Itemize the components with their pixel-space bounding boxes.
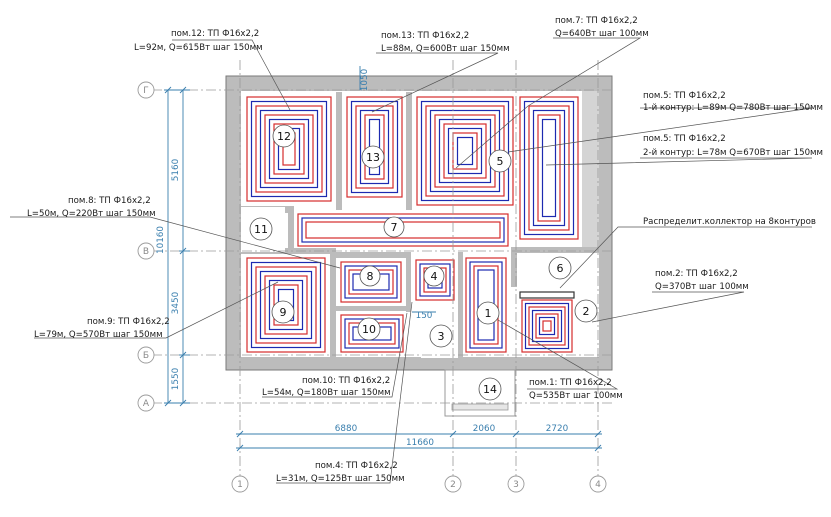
dim-left-seg-3: 1550 [171, 367, 181, 390]
svg-text:Q=535Вт шаг 100мм: Q=535Вт шаг 100мм [529, 391, 623, 401]
loop-room12 [246, 96, 332, 202]
callout-room10: пом.10: ТП Ф16х2,2 L=54м, Q=180Вт шаг 15… [262, 376, 391, 398]
svg-text:пом.12: ТП Ф16х2,2: пом.12: ТП Ф16х2,2 [171, 29, 259, 39]
room-number-7: 7 [391, 221, 398, 234]
room-number-11: 11 [254, 223, 268, 236]
svg-text:пом.2: ТП Ф16х2,2: пом.2: ТП Ф16х2,2 [655, 269, 738, 279]
svg-text:пом.7: ТП Ф16х2,2: пом.7: ТП Ф16х2,2 [555, 16, 638, 26]
svg-text:2-й контур: L=78м Q=670Вт шаг: 2-й контур: L=78м Q=670Вт шаг 150мм [643, 148, 823, 158]
room-number-5: 5 [497, 155, 504, 168]
room-number-12: 12 [277, 130, 291, 143]
room-number-6: 6 [557, 262, 564, 275]
svg-text:пом.13: ТП Ф16х2,2: пом.13: ТП Ф16х2,2 [381, 31, 469, 41]
loop-room5-2 [519, 96, 579, 240]
svg-text:пом.9: ТП Ф16х2,2: пом.9: ТП Ф16х2,2 [87, 317, 170, 327]
loop-room1 [465, 257, 507, 353]
dim-bottom-seg-1: 6880 [335, 424, 358, 434]
room-number-2: 2 [583, 305, 590, 318]
callout-room8: пом.8: ТП Ф16х2,2 L=50м, Q=220Вт шаг 150… [27, 196, 156, 219]
axis-grid [152, 60, 612, 478]
svg-text:пом.8: ТП Ф16х2,2: пом.8: ТП Ф16х2,2 [68, 196, 151, 206]
svg-text:L=54м, Q=180Вт шаг 150мм: L=54м, Q=180Вт шаг 150мм [262, 388, 391, 398]
svg-text:Распределит.коллектор на 8конт: Распределит.коллектор на 8контуров [643, 217, 816, 227]
dim-bottom-seg-3: 2720 [546, 424, 569, 434]
svg-text:Q=370Вт шаг 100мм: Q=370Вт шаг 100мм [655, 282, 749, 292]
callout-room4: пом.4: ТП Ф16х2,2 L=31м, Q=125Вт шаг 150… [276, 461, 405, 484]
axis-label-g: Г [143, 86, 149, 96]
callout-room2: пом.2: ТП Ф16х2,2 Q=370Вт шаг 100мм [655, 269, 749, 292]
callouts: пом.12: ТП Ф16х2,2 L=92м, Q=615Вт шаг 15… [27, 16, 823, 484]
loop-room5-1 [416, 96, 514, 206]
axis-label-b: Б [143, 351, 149, 361]
dimension-labels: 10160 5160 3450 1550 6880 2060 2720 1166… [156, 68, 569, 448]
svg-text:Q=640Вт шаг 100мм: Q=640Вт шаг 100мм [555, 29, 649, 39]
svg-text:L=79м, Q=570Вт шаг 150мм: L=79м, Q=570Вт шаг 150мм [34, 330, 163, 340]
leader-lines [10, 37, 813, 484]
dim-top-small: 1050 [360, 68, 370, 91]
room-number-9: 9 [280, 306, 287, 319]
room-number-8: 8 [367, 270, 374, 283]
callout-manifold: Распределит.коллектор на 8контуров [643, 217, 816, 227]
room-number-10: 10 [362, 323, 376, 336]
svg-text:L=92м, Q=615Вт шаг 150мм: L=92м, Q=615Вт шаг 150мм [134, 43, 263, 53]
callout-room9: пом.9: ТП Ф16х2,2 L=79м, Q=570Вт шаг 150… [34, 317, 170, 340]
callout-room12: пом.12: ТП Ф16х2,2 L=92м, Q=615Вт шаг 15… [134, 29, 263, 53]
svg-text:L=88м, Q=600Вт шаг 150мм: L=88м, Q=600Вт шаг 150мм [381, 44, 510, 54]
axis-label-a: А [143, 399, 150, 409]
loop-room7 [297, 213, 509, 247]
axis-label-v: В [143, 247, 149, 257]
callout-room13: пом.13: ТП Ф16х2,2 L=88м, Q=600Вт шаг 15… [381, 31, 510, 54]
dim-left-seg-1: 5160 [171, 158, 181, 181]
svg-text:L=50м, Q=220Вт шаг 150мм: L=50м, Q=220Вт шаг 150мм [27, 209, 156, 219]
dim-inner-small: 150 [416, 311, 433, 321]
svg-text:пом.1: ТП Ф16х2,2: пом.1: ТП Ф16х2,2 [529, 378, 612, 388]
dimension-lines [164, 66, 602, 452]
room-number-14: 14 [483, 383, 497, 396]
callout-room5-loop2: пом.5: ТП Ф16х2,2 2-й контур: L=78м Q=67… [643, 134, 823, 158]
svg-text:L=31м, Q=125Вт шаг 150мм: L=31м, Q=125Вт шаг 150мм [276, 474, 405, 484]
room-markers: 1 2 3 4 5 6 7 8 9 10 11 12 13 14 [249, 124, 598, 401]
axis-bubbles: Г В Б А 1 2 3 4 [137, 81, 607, 493]
dim-left-total: 10160 [156, 226, 166, 254]
heating-loops [246, 96, 579, 353]
room-number-1: 1 [485, 307, 492, 320]
callout-room5-loop1: пом.5: ТП Ф16х2,2 1-й контур: L=89м Q=78… [643, 91, 823, 113]
axis-label-2: 2 [450, 480, 456, 490]
svg-text:пом.10: ТП Ф16х2,2: пом.10: ТП Ф16х2,2 [302, 376, 390, 386]
svg-text:1-й контур: L=89м Q=780Вт шаг: 1-й контур: L=89м Q=780Вт шаг 150мм [643, 103, 823, 113]
dim-bottom-seg-2: 2060 [473, 424, 496, 434]
svg-text:пом.5: ТП Ф16х2,2: пом.5: ТП Ф16х2,2 [643, 91, 726, 101]
dim-left-seg-2: 3450 [171, 291, 181, 314]
dim-bottom-total: 11660 [406, 438, 434, 448]
callout-room1: пом.1: ТП Ф16х2,2 Q=535Вт шаг 100мм [529, 378, 623, 401]
svg-text:пом.5: ТП Ф16х2,2: пом.5: ТП Ф16х2,2 [643, 134, 726, 144]
room-number-13: 13 [366, 151, 380, 164]
svg-text:пом.4: ТП Ф16х2,2: пом.4: ТП Ф16х2,2 [315, 461, 398, 471]
building-walls [225, 75, 613, 417]
room-number-4: 4 [431, 270, 438, 283]
axis-label-1: 1 [237, 480, 243, 490]
axis-label-4: 4 [595, 480, 601, 490]
callout-room7: пом.7: ТП Ф16х2,2 Q=640Вт шаг 100мм [555, 16, 649, 39]
room-number-3: 3 [438, 330, 445, 343]
axis-label-3: 3 [513, 480, 519, 490]
